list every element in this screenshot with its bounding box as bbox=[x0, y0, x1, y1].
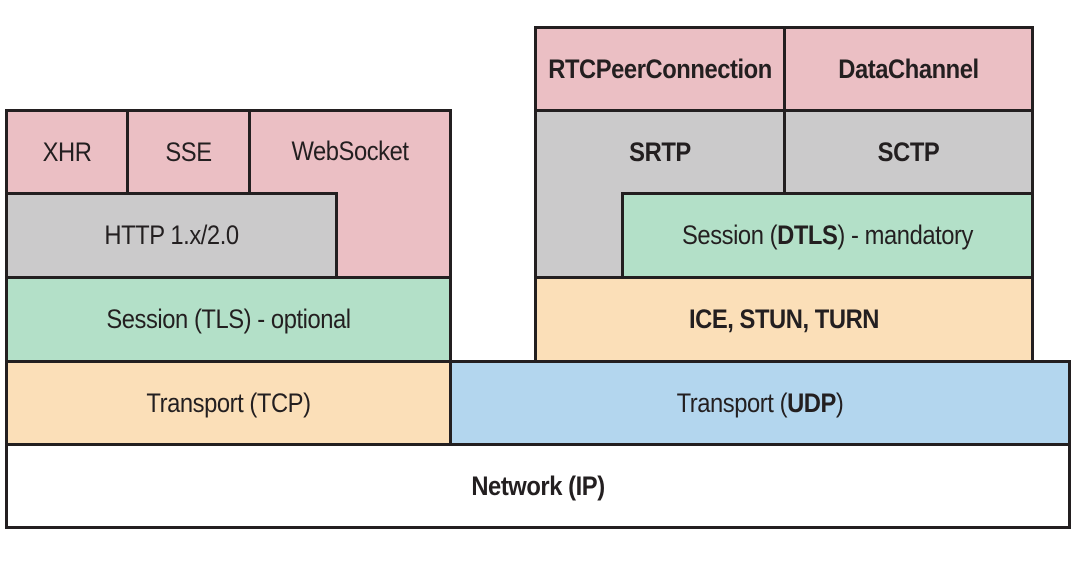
sse-label: SSE bbox=[165, 136, 212, 167]
ice-stun-turn-block bbox=[534, 276, 1034, 363]
sctp-label: SCTP bbox=[877, 136, 940, 167]
session-tls-label: Session (TLS) - optional bbox=[106, 304, 351, 334]
session-dtls-suffix: ) - mandatory bbox=[837, 220, 973, 250]
http-label: HTTP 1.x/2.0 bbox=[104, 220, 239, 250]
network-label: Network (IP) bbox=[471, 470, 605, 501]
session-dtls-label: Session (DTLS) - mandatory bbox=[646, 192, 1009, 279]
network-block bbox=[5, 443, 1071, 529]
datachannel-label: DataChannel bbox=[838, 53, 979, 84]
ice-stun-turn-label: ICE, STUN, TURN bbox=[688, 304, 880, 334]
transport-udp-suffix: ) bbox=[835, 387, 844, 418]
transport-udp-block bbox=[449, 360, 1071, 446]
rtcpeerconnection-label: RTCPeerConnection bbox=[548, 53, 772, 84]
datachannel-block bbox=[783, 26, 1034, 112]
transport-tcp-label: Transport (TCP) bbox=[146, 387, 311, 418]
http-block bbox=[5, 192, 338, 279]
transport-udp-prefix: Transport ( bbox=[676, 387, 788, 418]
xhr-block bbox=[5, 109, 129, 195]
transport-udp-bold: UDP bbox=[787, 387, 836, 418]
transport-udp-label: Transport (UDP) bbox=[486, 360, 1033, 446]
session-dtls-prefix: Session ( bbox=[682, 220, 778, 250]
session-dtls-bold: DTLS bbox=[777, 220, 838, 250]
rtcpeerconnection-block bbox=[534, 26, 786, 112]
websocket-label: WebSocket bbox=[291, 136, 409, 166]
session-dtls-block bbox=[621, 192, 1034, 279]
xhr-label: XHR bbox=[42, 136, 92, 167]
srtp-label: SRTP bbox=[629, 136, 691, 167]
